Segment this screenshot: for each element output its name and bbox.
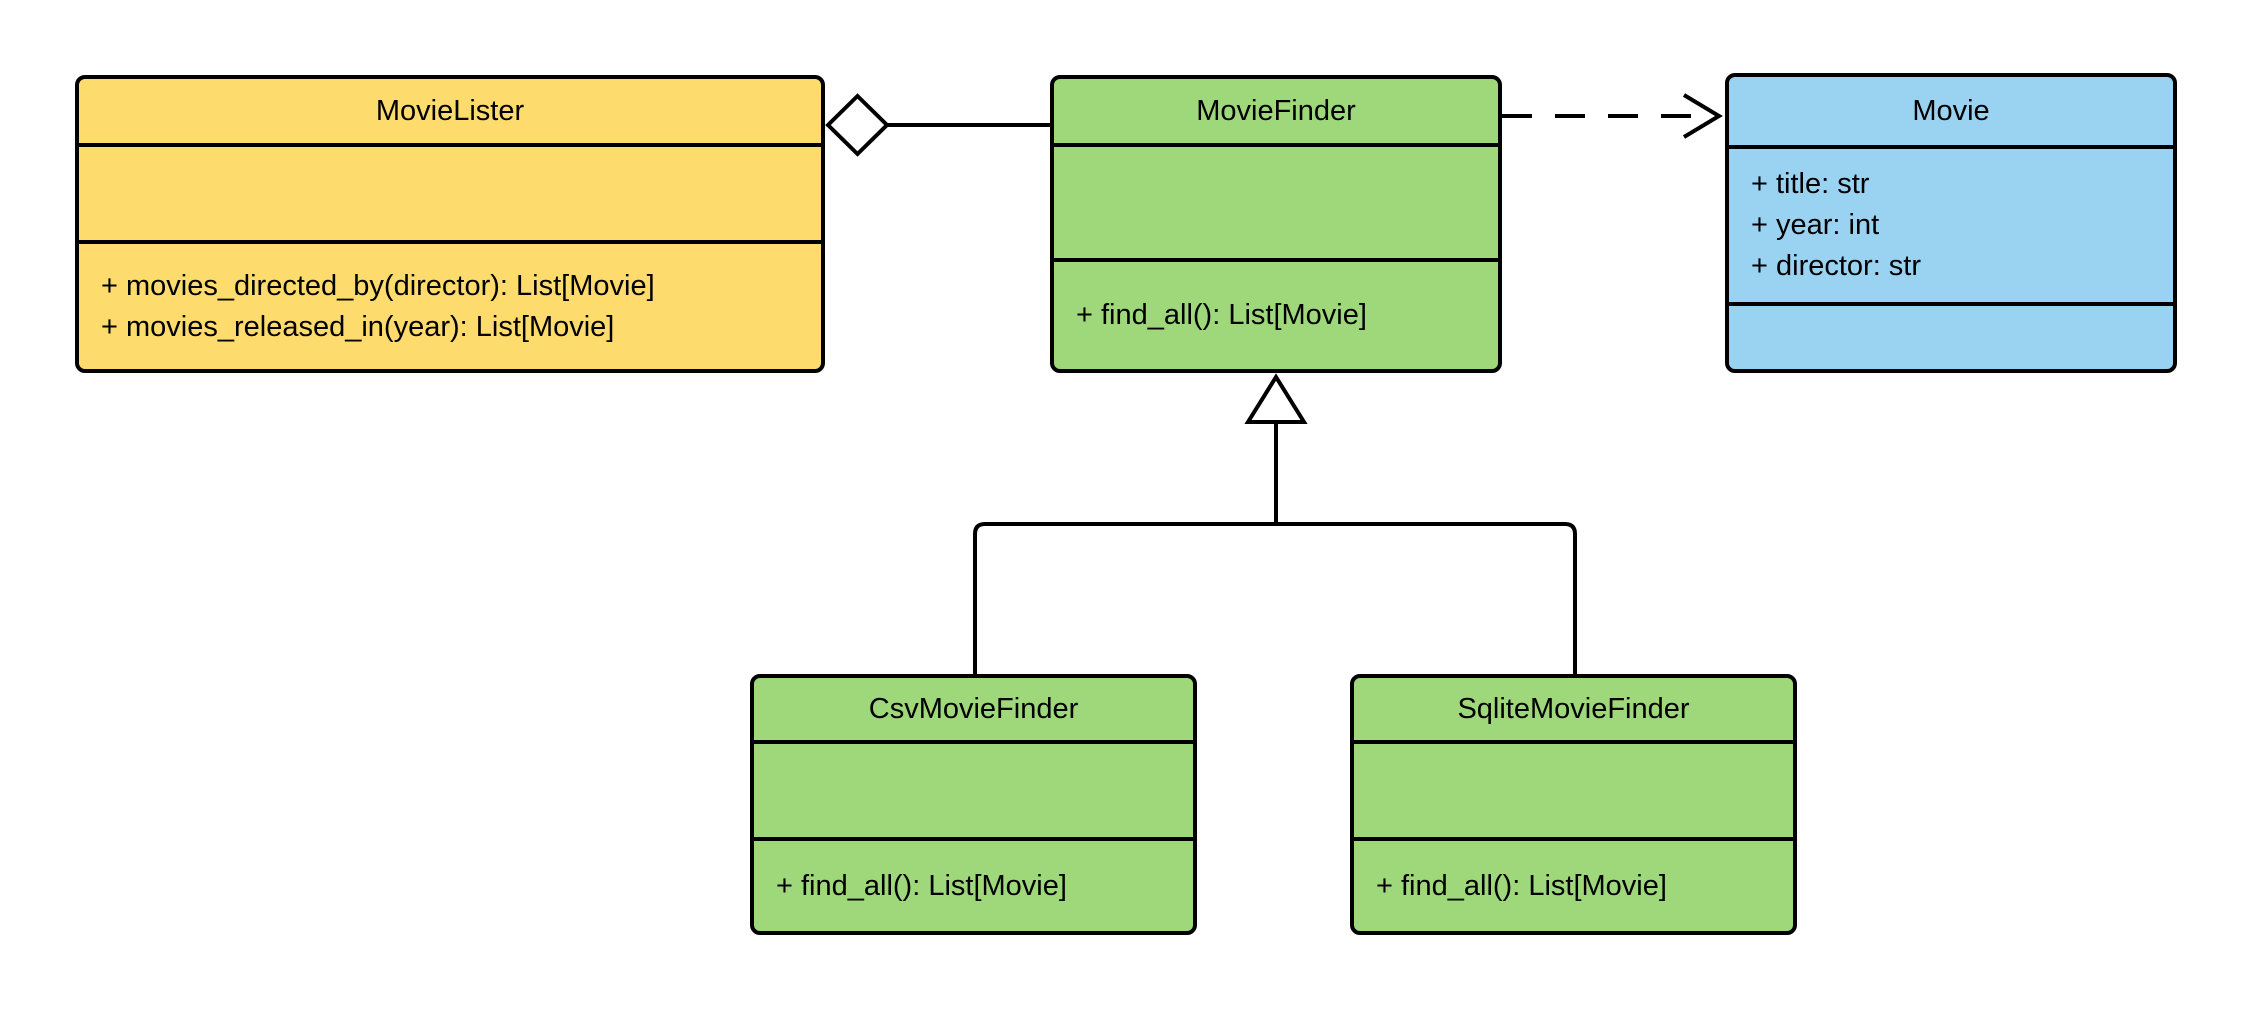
attributes-compartment [754,740,1193,837]
attribute-item: + director: str [1751,250,1922,282]
class-csvmoviefinder[interactable]: CsvMovieFinder + find_all(): List[Movie] [750,674,1197,935]
method-item: + movies_released_in(year): List[Movie] [101,310,615,343]
class-movielister[interactable]: MovieLister + movies_directed_by(directo… [75,75,825,373]
attributes-compartment [79,143,821,240]
generalization-branch-line [973,522,1577,674]
methods-compartment: + find_all(): List[Movie] [1354,837,1793,931]
methods-compartment: + movies_directed_by(director): List[Mov… [79,240,821,369]
methods-compartment: + find_all(): List[Movie] [754,837,1193,931]
class-title: MovieLister [375,94,525,127]
method-item: + movies_directed_by(director): List[Mov… [101,269,655,302]
hollow-diamond-marker [825,93,890,157]
attribute-item: + title: str [1751,168,1870,200]
hollow-triangle-marker [1244,373,1308,424]
class-sqlitemoviefinder[interactable]: SqliteMovieFinder + find_all(): List[Mov… [1350,674,1797,935]
class-title: SqliteMovieFinder [1457,692,1690,725]
class-moviefinder[interactable]: MovieFinder + find_all(): List[Movie] [1050,75,1502,373]
class-title: MovieFinder [1196,94,1356,127]
attributes-compartment [1054,143,1498,258]
method-item: + find_all(): List[Movie] [776,869,1067,902]
class-movie[interactable]: Movie + title: str + year: int + directo… [1725,73,2177,373]
class-title: Movie [1912,94,1990,127]
methods-compartment [1729,302,2173,369]
method-item: + find_all(): List[Movie] [1376,869,1667,902]
attributes-compartment: + title: str + year: int + director: str [1729,145,2173,302]
attributes-compartment [1354,740,1793,837]
class-title: CsvMovieFinder [868,692,1079,725]
methods-compartment: + find_all(): List[Movie] [1054,258,1498,369]
method-item: + find_all(): List[Movie] [1076,299,1367,331]
attribute-item: + year: int [1751,209,1880,241]
open-arrowhead-marker [1682,93,1723,139]
